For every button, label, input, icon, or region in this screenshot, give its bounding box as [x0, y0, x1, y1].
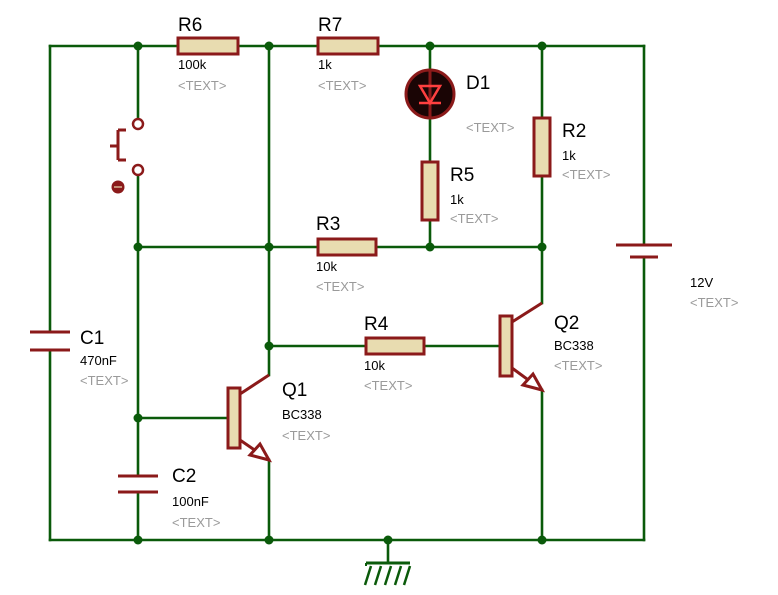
- resistor-r6: [176, 36, 240, 56]
- q1-ref-label: Q1: [282, 380, 307, 401]
- c2-ref-label: C2: [172, 466, 196, 487]
- battery-icon: [616, 243, 672, 259]
- resistor-r3: [316, 237, 378, 257]
- q2-ref-label: Q2: [554, 313, 579, 334]
- r4-text-label: <TEXT>: [364, 378, 412, 393]
- junctions: [133, 41, 547, 545]
- q2-text-label: <TEXT>: [554, 358, 602, 373]
- r2-value-label: 1k: [562, 148, 576, 163]
- led-icon: [404, 68, 456, 120]
- c1-text-label: <TEXT>: [80, 373, 128, 388]
- q1-value-label: BC338: [282, 407, 322, 422]
- d1-text-label: <TEXT>: [466, 120, 514, 135]
- battery-value-label: 12V: [690, 275, 713, 290]
- r6-value-label: 100k: [178, 57, 207, 72]
- q2-value-label: BC338: [554, 338, 594, 353]
- resistor-r7: [316, 36, 380, 56]
- r3-text-label: <TEXT>: [316, 279, 364, 294]
- r7-value-label: 1k: [318, 57, 332, 72]
- r2-text-label: <TEXT>: [562, 167, 610, 182]
- r6-text-label: <TEXT>: [178, 78, 226, 93]
- c2-value-label: 100nF: [172, 494, 209, 509]
- d1-ref-label: D1: [466, 73, 490, 94]
- r6-ref-label: R6: [178, 15, 202, 36]
- battery-text-label: <TEXT>: [690, 295, 738, 310]
- ground-icon: [363, 561, 412, 586]
- r2-ref-label: R2: [562, 121, 586, 142]
- r4-ref-label: R4: [364, 314, 389, 335]
- c2-text-label: <TEXT>: [172, 515, 220, 530]
- r7-text-label: <TEXT>: [318, 78, 366, 93]
- r5-value-label: 1k: [450, 192, 464, 207]
- push-button-switch-icon: [110, 117, 145, 194]
- wires: [48, 44, 646, 564]
- c1-value-label: 470nF: [80, 353, 117, 368]
- c1-ref-label: C1: [80, 328, 104, 349]
- capacitor-c2: [118, 474, 158, 494]
- transistor-q1: [226, 373, 273, 463]
- r5-ref-label: R5: [450, 165, 474, 186]
- r3-value-label: 10k: [316, 259, 337, 274]
- capacitor-c1: [30, 330, 70, 352]
- r7-ref-label: R7: [318, 15, 342, 36]
- resistor-r5: [420, 160, 440, 222]
- resistor-r4: [364, 336, 426, 356]
- transistor-q2: [498, 301, 546, 393]
- r4-value-label: 10k: [364, 358, 385, 373]
- q1-text-label: <TEXT>: [282, 428, 330, 443]
- resistor-r2: [532, 116, 552, 178]
- r5-text-label: <TEXT>: [450, 211, 498, 226]
- r3-ref-label: R3: [316, 214, 340, 235]
